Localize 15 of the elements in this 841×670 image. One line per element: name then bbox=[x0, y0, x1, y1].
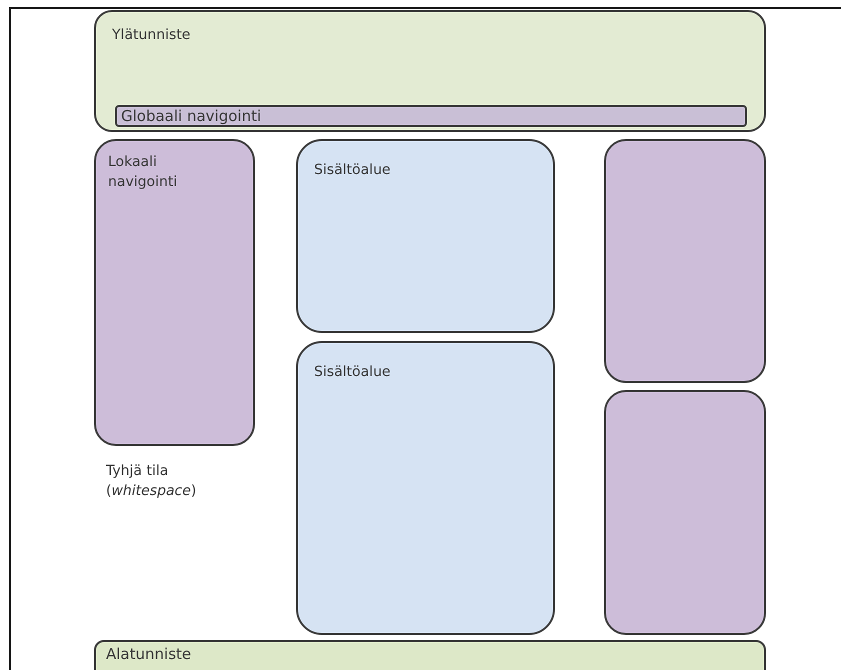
annotation-text: Tyhjä tila (whitespace) bbox=[106, 462, 198, 501]
navigation-box bbox=[94, 139, 255, 446]
box-title: Lokaali navigointi bbox=[108, 153, 178, 192]
box-title: Alatunniste bbox=[106, 644, 192, 665]
box-title: Sisältöalue bbox=[314, 363, 391, 382]
box-title: Sisältöalue bbox=[314, 161, 391, 180]
sidebar-box bbox=[604, 139, 766, 383]
content-box bbox=[296, 341, 555, 635]
footer-box bbox=[94, 640, 766, 670]
sidebar-box bbox=[604, 390, 766, 635]
navigation-bar bbox=[115, 105, 747, 127]
box-title: Globaali navigointi bbox=[121, 107, 262, 125]
header-box bbox=[94, 10, 766, 132]
content-box bbox=[296, 139, 555, 333]
box-title: Ylätunniste bbox=[112, 26, 190, 45]
